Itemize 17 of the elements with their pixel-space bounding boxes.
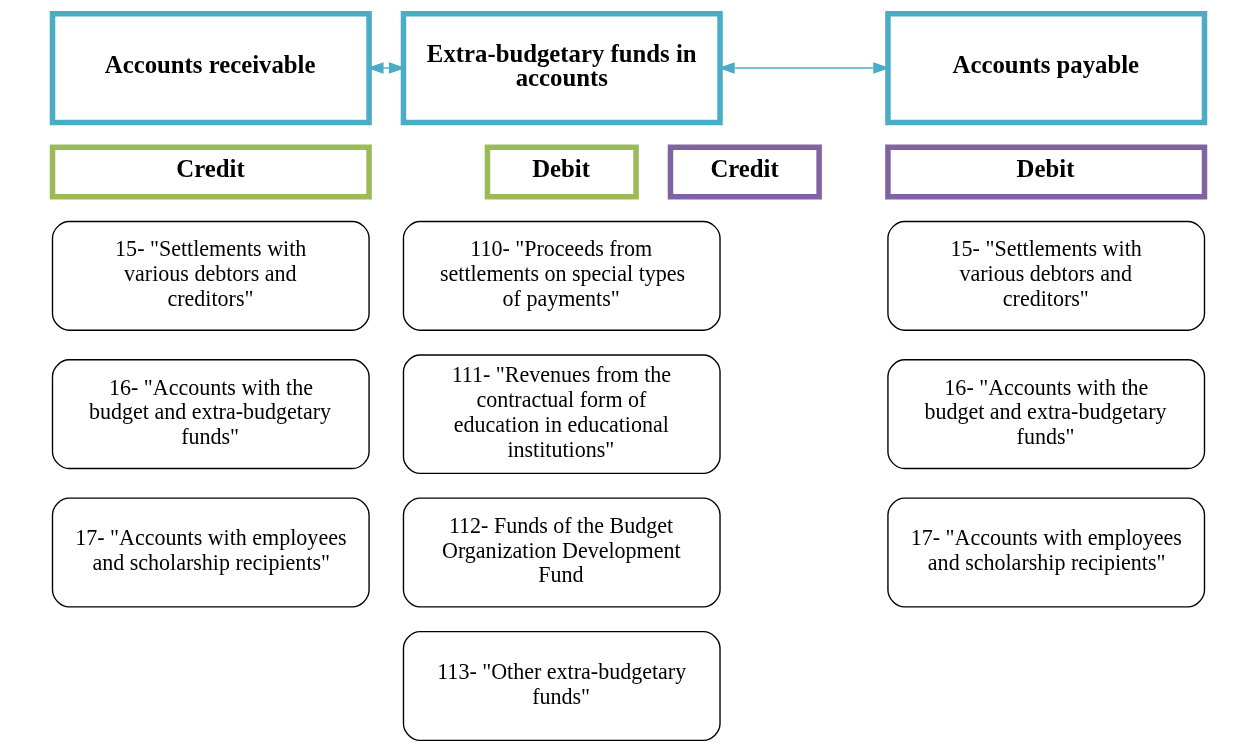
node-box: 110- "Proceeds from settlements on special types of payments" (402, 220, 721, 331)
node-box: Accounts receivable (49, 10, 372, 126)
node-box: Credit (667, 144, 822, 200)
node-box: 111- "Revenues from the contractual form of education in educational institutions" (402, 354, 721, 475)
node-box: 112- Funds of the Budget Organization Development Fund (402, 497, 721, 608)
node-box: 15- "Settlements with various debtors and creditors" (51, 220, 370, 331)
node-box: Accounts payable (885, 10, 1208, 126)
node-box: 113- "Other extra-budgetary funds" (402, 630, 721, 742)
node-box: 17- "Accounts with employees and scholarship recipients" (51, 497, 370, 608)
node-box: 16- "Accounts with the budget and extra-budgetary funds" (51, 359, 370, 470)
node-box: Debit (885, 144, 1208, 200)
node-box: Credit (49, 144, 372, 200)
node-box: Extra-budgetary funds in accounts (400, 10, 723, 126)
node-box: 15- "Settlements with various debtors and creditors" (887, 220, 1206, 331)
node-box: Debit (484, 144, 639, 200)
node-box: 16- "Accounts with the budget and extra-budgetary funds" (887, 359, 1206, 470)
node-box: 17- "Accounts with employees and scholarship recipients" (887, 497, 1206, 608)
